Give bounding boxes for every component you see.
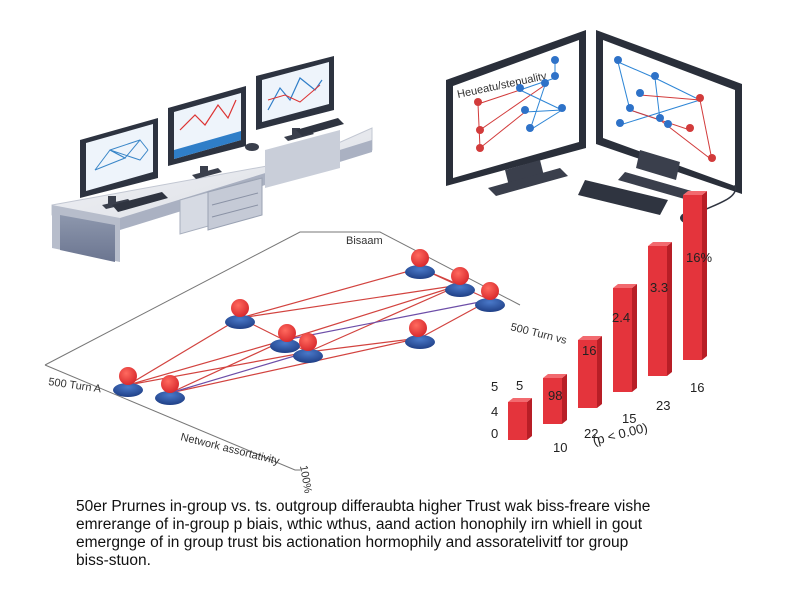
caption-line: emrerange of in-group p biais, wthic wth…: [76, 516, 643, 533]
node-agent: [225, 299, 255, 329]
node-agent: [155, 375, 185, 405]
monitor-5: [578, 30, 742, 224]
keyboard-icon: [578, 180, 668, 215]
bar-chart: 5 98 16 2.4 3.3 16% 5 4 0 10 22 15 23 16 (p < 0.00): [491, 191, 712, 455]
bar-side: [562, 374, 567, 424]
network-plane: Bisaam 500 Turn vs 500 Turn A Network as…: [44, 231, 568, 494]
y-tick-label: 4: [491, 404, 498, 419]
caption-line: biss-stuon.: [76, 552, 151, 569]
bar-side: [702, 191, 707, 360]
caption-line: 50er Prurnes in-group vs. ts. outgroup d…: [76, 498, 651, 515]
x-tick-label: 23: [656, 398, 670, 413]
x-tick-label: 22: [584, 426, 598, 441]
network-label-left: 500 Turn A: [48, 376, 103, 395]
network-graph-icon: [614, 56, 716, 162]
bar: [508, 402, 527, 440]
node-agent: [405, 319, 435, 349]
p-value-annotation: (p < 0.00): [591, 420, 649, 448]
network-nodes: [113, 249, 505, 405]
bar: [683, 195, 702, 360]
bar-top: [683, 191, 707, 195]
bar-value-label: 98: [548, 388, 562, 403]
caption-line: emergnge of in group trust bis actionati…: [76, 534, 629, 551]
caption: 50er Prurnes in-group vs. ts. outgroup d…: [76, 498, 766, 570]
bar-side: [667, 242, 672, 376]
bar-top: [578, 336, 602, 340]
line-chart-icon: [179, 99, 237, 131]
node-agent: [113, 367, 143, 397]
bar: [543, 378, 562, 424]
bar: [648, 246, 667, 376]
network-graph-icon: [474, 56, 566, 152]
y-tick-label: 0: [491, 426, 498, 441]
bar-side: [527, 398, 532, 440]
bar-top: [648, 242, 672, 246]
bar-side: [632, 284, 637, 392]
network-label-bottom2: 100%: [297, 464, 314, 494]
bar-value-label: 16%: [686, 250, 712, 265]
network-graph-icon: [94, 139, 149, 171]
bar: [578, 340, 597, 408]
keyboard-icon: [112, 192, 168, 212]
bar-value-label: 5: [516, 378, 523, 393]
y-tick-label: 5: [491, 379, 498, 394]
node-agent: [293, 333, 323, 363]
monitor-1: [80, 118, 168, 212]
network-title: Bisaam: [346, 235, 383, 247]
node-agent: [475, 282, 505, 312]
bar-value-label: 3.3: [650, 280, 668, 295]
bar-value-label: 2.4: [612, 310, 630, 325]
node-agent: [445, 267, 475, 297]
bar: [613, 288, 632, 392]
node-agent: [270, 324, 300, 353]
bar-side: [597, 336, 602, 408]
network-label-right: 500 Turn vs: [509, 321, 568, 347]
bar-top: [508, 398, 532, 402]
x-tick-label: 15: [622, 411, 636, 426]
keyboard-icon: [296, 118, 344, 136]
network-edges: [127, 267, 491, 394]
monitor-4: Heueatu/stepuality: [446, 30, 586, 196]
bar-top: [613, 284, 637, 288]
monitor-3: [256, 56, 344, 141]
bar-top: [543, 374, 567, 378]
node-agent: [405, 249, 435, 279]
monitor-2: [168, 86, 259, 179]
mouse-icon: [245, 143, 259, 151]
x-tick-label: 16: [690, 380, 704, 395]
bar-value-label: 16: [582, 343, 596, 358]
network-label-bottom: Network assortativity: [179, 431, 281, 467]
x-tick-label: 10: [553, 440, 567, 455]
